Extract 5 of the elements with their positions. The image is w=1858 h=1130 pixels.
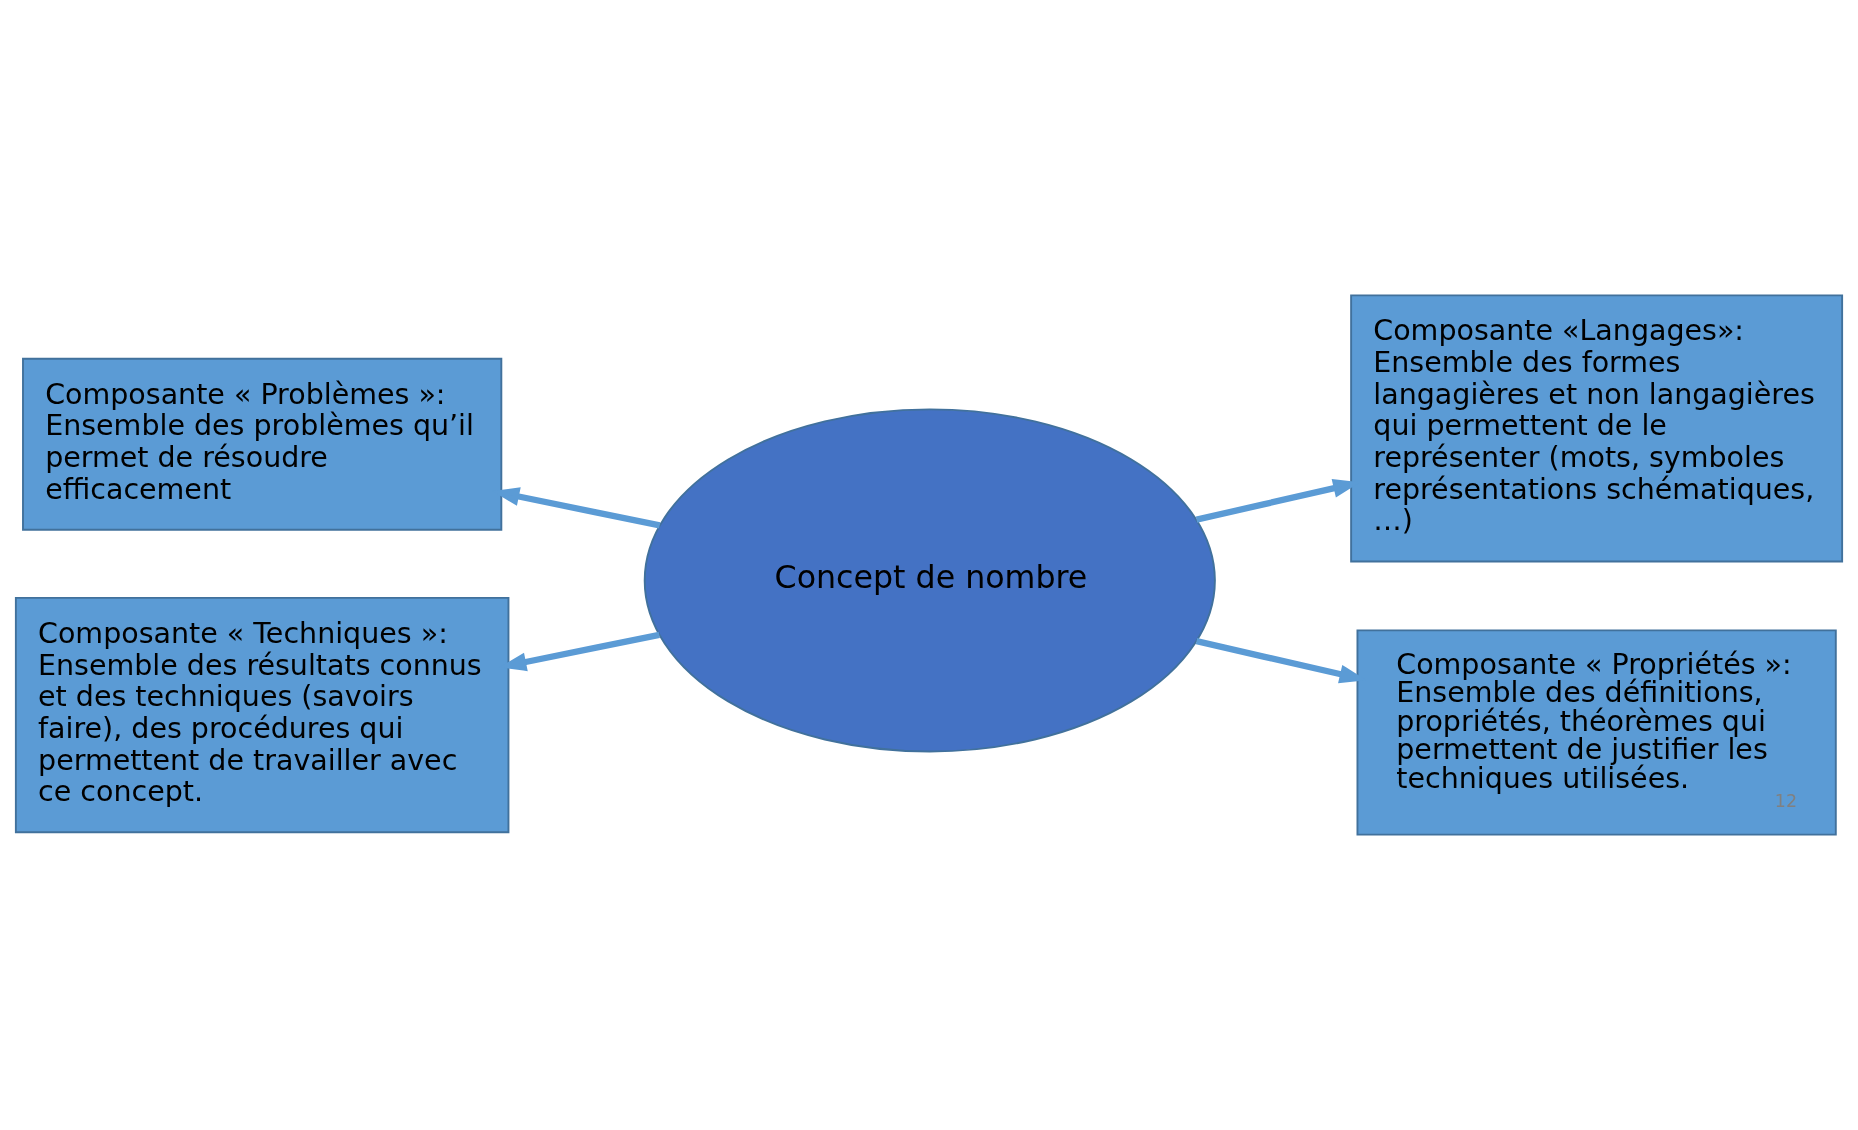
node-ellipse: Concept de nombre (643, 408, 1216, 753)
node-box: Composante « Problèmes »: Ensemble des problèmes qu’il permet de résoudre efficacement (22, 357, 503, 531)
node-box: Composante «Langages»: Ensemble des formes langagières et non langagières qui permettent de le représenter (mots, symboles représentations schématiques, …) (1350, 294, 1844, 563)
node-box: Composante « Propriétés »: Ensemble des définitions, propriétés, théorèmes qui permettent de justifier les techniques utilisées. 12 (1356, 629, 1837, 836)
node-box: Composante « Techniques »: Ensemble des résultats connus et des techniques (savoirs faire), des procédures qui permettent de travailler avec ce concept. (14, 596, 510, 834)
